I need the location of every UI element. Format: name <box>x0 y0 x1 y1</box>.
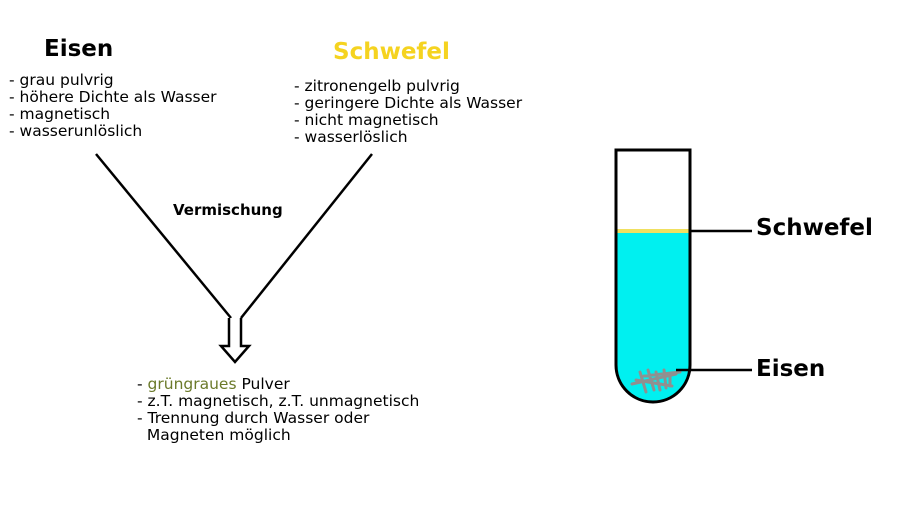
property: Magneten möglich <box>137 426 291 444</box>
property: - grau pulvrig <box>9 71 114 89</box>
iron-filings <box>630 368 682 394</box>
property: - höhere Dichte als Wasser <box>9 88 217 106</box>
property: - wasserlöslich <box>294 128 408 146</box>
property: - geringere Dichte als Wasser <box>294 94 523 112</box>
property: - zitronengelb pulvrig <box>294 77 460 95</box>
tube-outline <box>614 148 692 404</box>
tube-label-schwefel: Schwefel <box>756 215 873 241</box>
property: - grüngraues Pulver <box>137 376 419 393</box>
sulfur-layer <box>617 229 689 233</box>
down-arrow-icon <box>218 318 252 364</box>
property: - z.T. magnetisch, z.T. unmagnetisch <box>137 392 420 410</box>
tube-label-eisen: Eisen <box>756 356 826 382</box>
text: Pulver <box>236 375 290 393</box>
schwefel-funnel-line <box>240 153 373 319</box>
property: - magnetisch <box>9 105 111 123</box>
eisen-properties: - grau pulvrig - höhere Dichte als Wasse… <box>9 72 217 140</box>
property: - wasserunlöslich <box>9 122 143 140</box>
property: - nicht magnetisch <box>294 111 439 129</box>
mixing-label: Vermischung <box>173 201 283 219</box>
water <box>617 232 689 401</box>
mixture-properties: - grüngraues Pulver - z.T. magnetisch, z… <box>137 376 419 444</box>
bullet: - <box>137 375 148 393</box>
colored-word: grüngraues <box>147 375 237 393</box>
schwefel-properties: - zitronengelb pulvrig - geringere Dicht… <box>294 78 522 146</box>
eisen-title: Eisen <box>44 36 114 62</box>
eisen-funnel-line <box>95 153 232 319</box>
property: - Trennung durch Wasser oder <box>137 409 370 427</box>
schwefel-title: Schwefel <box>333 39 450 65</box>
test-tube <box>614 148 692 404</box>
